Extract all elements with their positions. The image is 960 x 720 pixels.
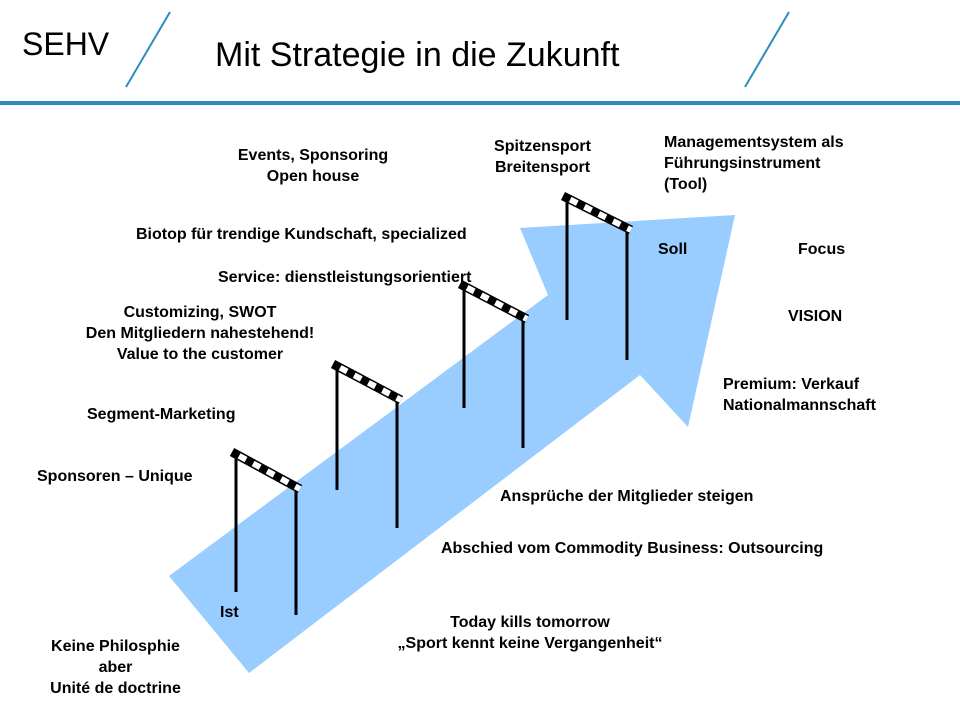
header-slash-left bbox=[125, 11, 171, 88]
label-philosophie: Keine Philosphie aber Unité de doctrine bbox=[50, 638, 181, 697]
label-service: Service: dienstleistungsorientiert bbox=[218, 269, 472, 286]
label-today: Today kills tomorrow „Sport kennt keine … bbox=[397, 614, 663, 652]
label-sponsoren: Sponsoren – Unique bbox=[37, 468, 193, 485]
header-slash-right bbox=[744, 11, 790, 88]
hurdle-3 bbox=[457, 280, 530, 448]
growth-arrow bbox=[169, 215, 735, 673]
hurdle-1 bbox=[229, 448, 303, 615]
stage-soll: Soll bbox=[658, 241, 688, 258]
label-segment-marketing: Segment-Marketing bbox=[87, 406, 236, 423]
stage-ist: Ist bbox=[220, 604, 239, 621]
label-customizing: Customizing, SWOT Den Mitgliedern nahest… bbox=[85, 304, 315, 363]
label-events: Events, Sponsoring Open house bbox=[237, 147, 389, 185]
label-abschied: Abschied vom Commodity Business: Outsour… bbox=[441, 540, 824, 557]
slide-title: Mit Strategie in die Zukunft bbox=[215, 36, 620, 74]
label-ansprueche: Ansprüche der Mitglieder steigen bbox=[500, 488, 754, 505]
hurdle-2 bbox=[330, 360, 404, 528]
hurdle-4 bbox=[560, 191, 634, 360]
label-premium: Premium: Verkauf Nationalmannschaft bbox=[723, 376, 876, 414]
label-management: Managementsystem als Führungsinstrument … bbox=[664, 134, 844, 193]
label-spitzensport: Spitzensport Breitensport bbox=[494, 138, 591, 176]
brand-logo-text: SEHV bbox=[22, 26, 110, 62]
label-vision: VISION bbox=[788, 308, 843, 325]
label-biotop: Biotop für trendige Kundschaft, speciali… bbox=[136, 226, 467, 243]
label-focus: Focus bbox=[798, 241, 846, 258]
